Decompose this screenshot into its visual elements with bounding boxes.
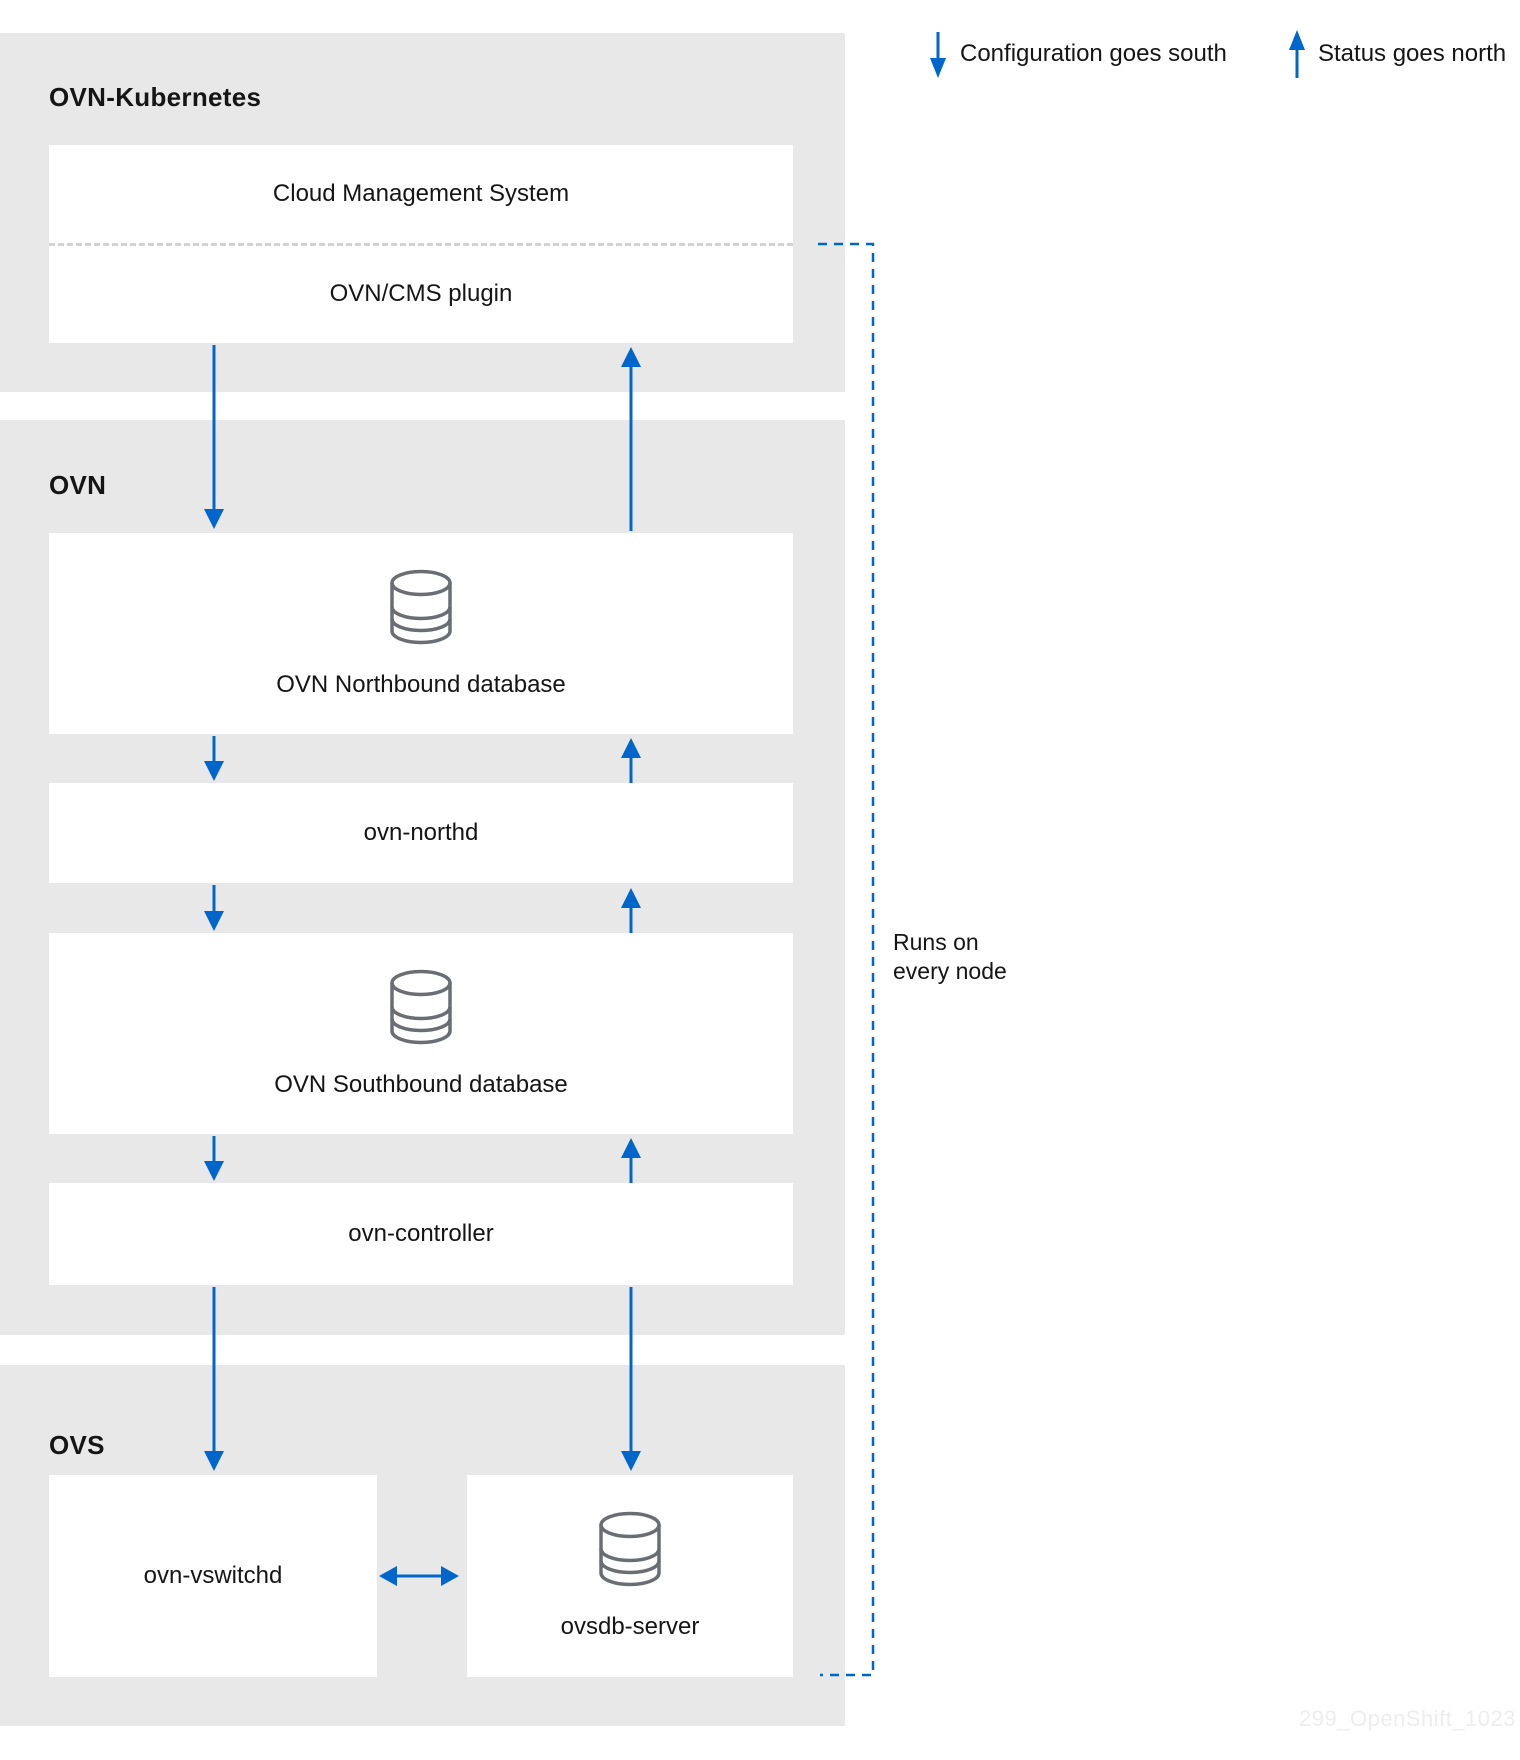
nbdb-label: OVN Northbound database [276,670,566,698]
section-title-ovn-kubernetes: OVN-Kubernetes [49,82,262,112]
config-arrow-cms-to-nbdb-icon [204,345,224,529]
config-arrow-controller-to-ovsdb-icon [621,1287,641,1471]
database-icon [599,1511,661,1587]
cms-label: Cloud Management System [272,179,570,207]
status-arrow-nbdb-to-cms-icon [621,347,641,531]
controller-label: ovn-controller [348,1220,494,1247]
ovsdb-box: ovsdb-server [467,1475,793,1677]
sbdb-box: OVN Southbound database [49,933,793,1134]
nbdb-box: OVN Northbound database [49,533,793,734]
runs-on-line1: Runs on [893,929,979,955]
config-arrow-controller-to-vswitchd-icon [204,1287,224,1471]
config-arrow-northd-to-sbdb-icon [204,885,224,931]
runs-on-every-node-label: Runs on every node [893,928,1007,986]
section-title-ovn: OVN [49,470,107,500]
config-arrow-sbdb-to-controller-icon [204,1136,224,1181]
vswitchd-box: ovn-vswitchd [49,1475,377,1677]
cms-plugin-box: Cloud Management System OVN/CMS plugin [49,145,793,343]
legend-status [1288,30,1306,78]
bidirectional-arrow-vswitchd-ovsdb-icon [379,1566,459,1586]
legend-config-label: Configuration goes south [960,40,1227,67]
controller-box: ovn-controller [49,1183,793,1285]
arrow-up-icon [1289,30,1305,78]
section-title-ovs: OVS [49,1430,105,1460]
legend-config [929,30,947,78]
status-arrow-sbdb-to-northd-icon [621,888,641,933]
status-arrow-northd-to-nbdb-icon [621,738,641,783]
vswitchd-label: ovn-vswitchd [143,1562,283,1589]
plugin-row: OVN/CMS plugin [49,246,793,344]
northd-box: ovn-northd [49,783,793,883]
northd-label: ovn-northd [363,819,479,846]
watermark: 299_OpenShift_1023 [1299,1706,1516,1731]
cms-row: Cloud Management System [49,145,793,246]
config-arrow-nbdb-to-northd-icon [204,736,224,781]
status-arrow-controller-to-sbdb-icon [621,1138,641,1183]
runs-on-every-node-bracket [818,242,875,1677]
database-icon [390,569,452,644]
runs-on-line2: every node [893,958,1007,984]
plugin-label: OVN/CMS plugin [329,280,513,308]
database-icon [390,969,452,1044]
ovsdb-label: ovsdb-server [560,1613,700,1640]
legend-status-label: Status goes north [1318,40,1507,67]
arrow-down-icon [930,32,946,78]
sbdb-label: OVN Southbound database [274,1070,568,1098]
